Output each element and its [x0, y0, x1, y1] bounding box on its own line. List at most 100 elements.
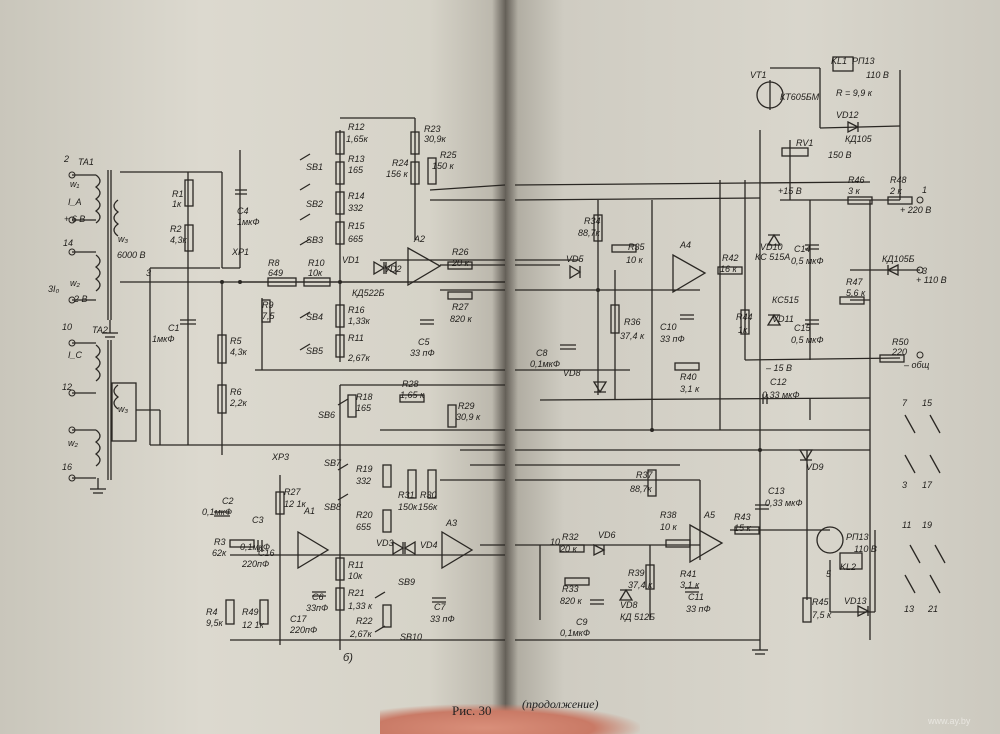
resistor-r28 [399, 394, 425, 403]
capacitor-c12 [762, 394, 768, 404]
resistor-r13 [335, 161, 345, 185]
label-v110a: 110 В [866, 70, 889, 80]
label-r15: R15 [348, 221, 366, 231]
watermark: www.ay.by [928, 716, 971, 726]
label-t3r: 3 [922, 266, 927, 276]
label-r42: R42 [722, 253, 739, 263]
diode-vd6 [593, 543, 606, 557]
label-t2: 2 [63, 154, 69, 164]
resistor-r43 [734, 526, 760, 535]
label-a4: A4 [679, 240, 691, 250]
label-r18v: 165 [356, 403, 372, 413]
resistor-r38 [665, 539, 691, 548]
resistor-r3 [229, 539, 255, 548]
left-page [0, 0, 505, 734]
label-t10: 10 [62, 322, 72, 332]
relay-kl2-coil [839, 552, 863, 570]
label-r6v: 2,2к [229, 398, 248, 408]
label-r23v: 30,9к [424, 134, 447, 144]
resistor-r30 [427, 469, 437, 499]
label-r22v: 2,67к [349, 629, 373, 639]
label-kd105: КД105 [845, 134, 873, 144]
resistor-r45 [802, 597, 812, 623]
diode-vd9 [798, 449, 814, 462]
label-kd105b: КД105Б [882, 254, 915, 264]
label-t1: 1 [922, 185, 927, 195]
resistor-r27 [447, 291, 473, 300]
label-c10v: 33 пФ [660, 334, 685, 344]
label-r42v: 16 к [720, 264, 738, 274]
capacitor-c13 [755, 504, 769, 510]
label-r47v: 5,6 к [846, 288, 866, 298]
subfigure-label: б) [343, 652, 353, 664]
label-t15: 15 [922, 398, 933, 408]
resistor-r20 [382, 509, 392, 533]
label-r16v: 1,33к [348, 316, 371, 326]
label-xp3: XP3 [271, 452, 289, 462]
label-ta2: TA2 [92, 325, 108, 335]
label-vd8: VD8 [563, 368, 581, 378]
label-kl2: KL2 [840, 562, 856, 572]
resistor-r4 [225, 599, 235, 625]
resistor-r36 [610, 304, 620, 334]
label-r20v: 655 [356, 522, 372, 532]
label-c17: C17 [290, 614, 308, 624]
label-t16: 16 [62, 462, 72, 472]
label-xp1: XP1 [231, 247, 249, 257]
diode-vd10 [766, 233, 782, 246]
label-r2: R2 [170, 224, 182, 234]
label-r23: R23 [424, 124, 441, 134]
label-r30: R30 [420, 490, 437, 500]
label-r21v: 1,33 к [348, 601, 373, 611]
diode-vd13 [857, 604, 870, 618]
figure-continuation: (продолжение) [522, 697, 599, 711]
resistor-r44 [740, 309, 750, 335]
push-buttons-lower [337, 398, 386, 633]
label-r46v: 3 к [848, 186, 861, 196]
resistor-r18 [347, 394, 357, 418]
label-vd8b: VD8 [620, 600, 638, 610]
resistor-r47 [839, 296, 865, 305]
label-r2v: 4,3к [170, 235, 188, 245]
relay-contacts-upper [904, 414, 941, 474]
label-c8: C8 [536, 348, 548, 358]
label-c15v: 0,5 мкФ [791, 335, 824, 345]
label-i3: 3I₀ [48, 284, 60, 294]
label-vd12: VD12 [836, 110, 859, 120]
label-c6v: 33пФ [306, 603, 328, 613]
capacitor-c9 [590, 599, 604, 605]
label-r50v: 220 [891, 347, 907, 357]
label-r25: R25 [440, 150, 458, 160]
label-r27: R27 [452, 302, 470, 312]
diode-vd4 [403, 540, 416, 556]
label-vd11: VD11 [772, 314, 794, 324]
label-r27l: R27 [284, 487, 302, 497]
label-kc515b: КС515 [772, 295, 800, 305]
label-r3: R3 [214, 537, 226, 547]
label-r40v: 3,1 к [680, 384, 700, 394]
label-kc515a: КС 515А [755, 252, 790, 262]
label-r45v: 7,5 к [812, 610, 832, 620]
resistor-r14 [335, 191, 345, 215]
label-r44: R44 [736, 312, 753, 322]
label-r26: R26 [452, 247, 469, 257]
label-c11: C11 [688, 592, 704, 602]
label-c10: C10 [660, 322, 677, 332]
label-r43: R43 [734, 512, 751, 522]
label-sb7: SB7 [324, 458, 342, 468]
diode-vd8-upper [592, 381, 608, 394]
resistor-r42 [717, 266, 743, 275]
resistor-r11b [335, 557, 345, 581]
capacitor-c2 [214, 511, 230, 517]
label-vd6: VD6 [598, 530, 616, 540]
label-r11v: 2,67к [347, 353, 371, 363]
label-v110: + 110 В [916, 275, 947, 285]
label-r30v: 156к [418, 502, 438, 512]
resistor-r46 [847, 196, 873, 205]
resistor-r50 [879, 354, 905, 363]
label-sb6: SB6 [318, 410, 335, 420]
label-r45: R45 [812, 597, 830, 607]
label-kd512: КД 512Б [620, 612, 655, 622]
label-c16v: 220пФ [241, 559, 269, 569]
